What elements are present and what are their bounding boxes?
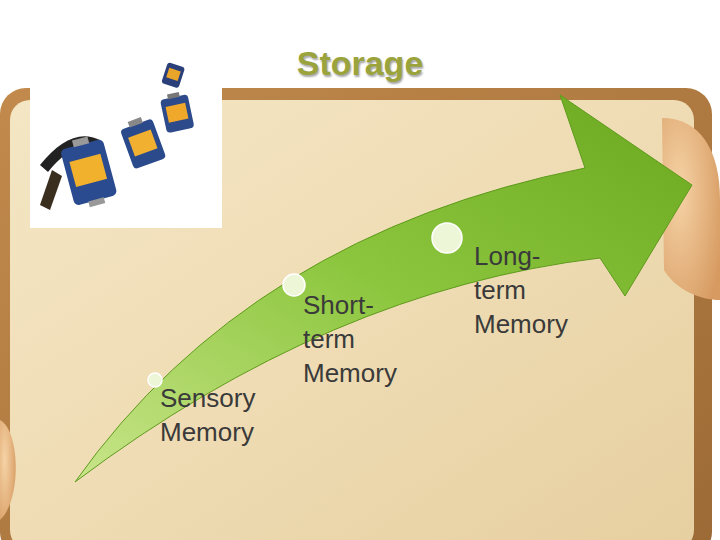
stage-label: Sensory Memory [160, 381, 278, 449]
stage-dot [432, 223, 462, 253]
progress-arrow [75, 95, 692, 482]
stage-dot [148, 373, 162, 387]
stage-dot [432, 223, 462, 253]
stage-dot [283, 274, 305, 296]
stage-label: Short-term Memory [303, 288, 421, 390]
stage-dot [283, 274, 305, 296]
stage-label: Long-term Memory [474, 239, 592, 341]
hand-shape [0, 420, 16, 520]
film-photo [30, 60, 222, 228]
slide-title: Storage [160, 44, 560, 83]
stage-dot [148, 373, 162, 387]
film-canisters [40, 62, 194, 211]
board-frame [0, 88, 712, 540]
